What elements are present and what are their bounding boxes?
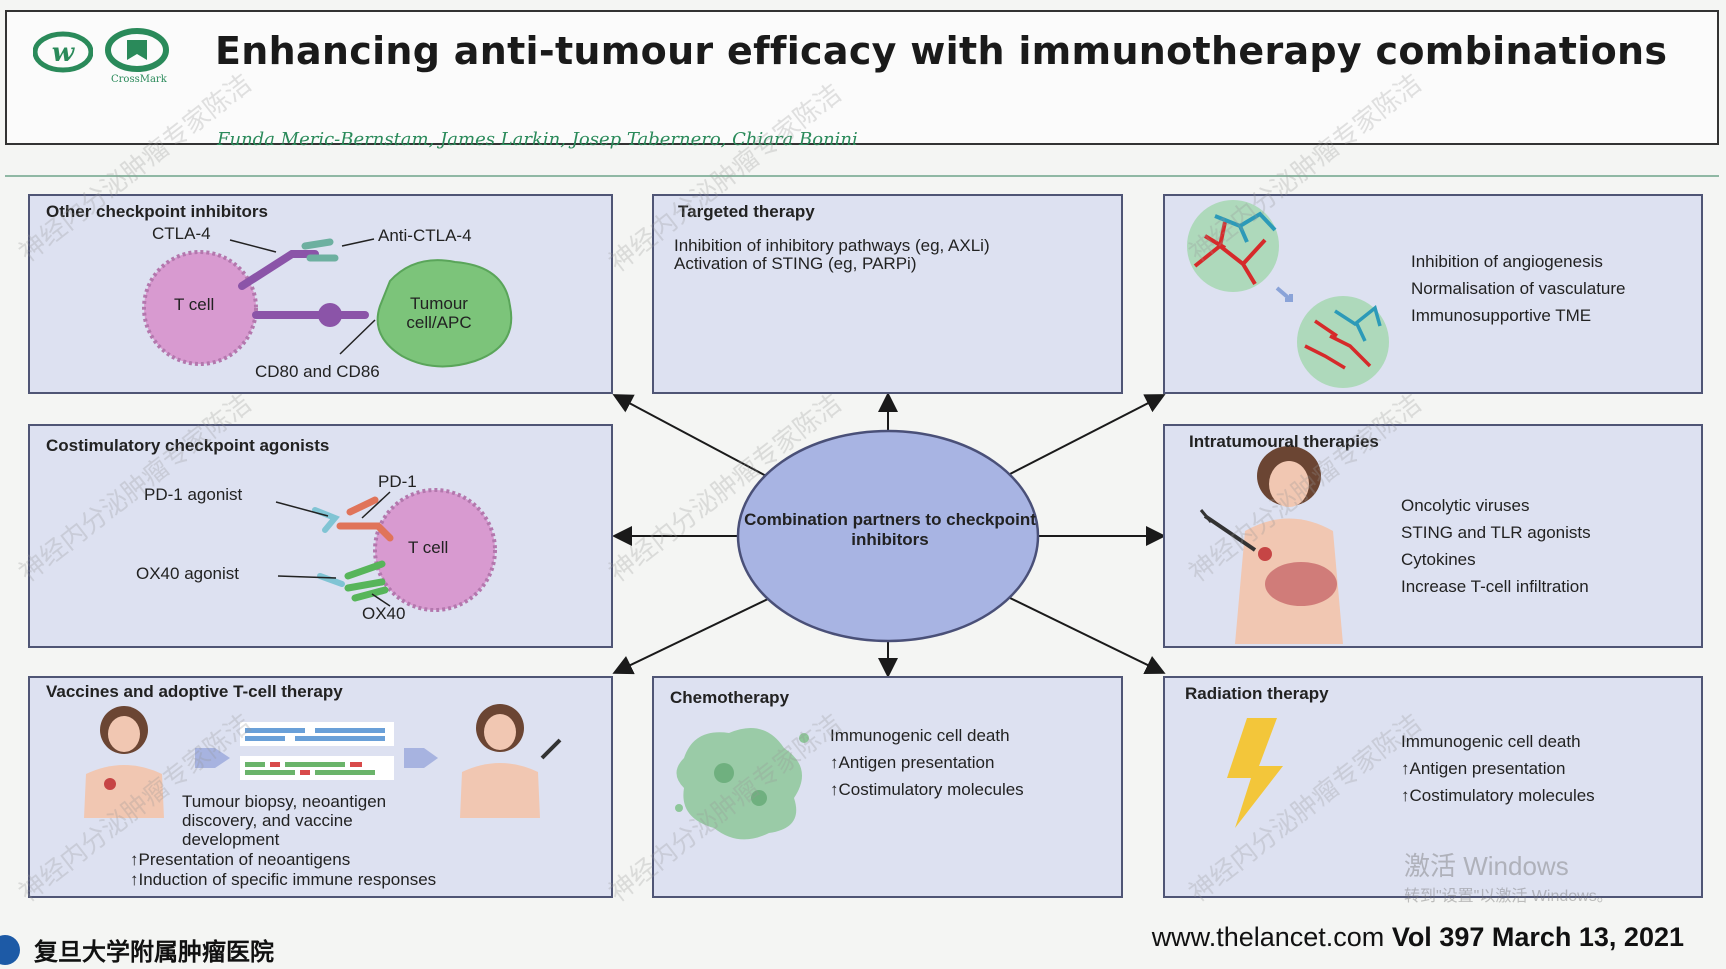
journal-volume: Vol 397 March 13, 2021 [1391,922,1684,952]
panel-title: Vaccines and adoptive T-cell therapy [46,682,343,701]
targeted-line-2: Activation of STING (eg, PARPi) [674,254,917,273]
tcell-shape [373,488,497,612]
ctla4-label: CTLA-4 [152,224,211,243]
intratumoural-item-3: Cytokines [1401,550,1476,569]
cd80-label: CD80 and CD86 [255,362,380,381]
center-circle [736,429,1040,643]
intratumoural-item-1: Oncolytic viruses [1401,496,1530,515]
crossmark-label: CrossMark [111,74,167,85]
chemo-line-2: ↑Antigen presentation [830,753,995,772]
costimulatory-illustration [275,488,497,612]
pd1-label: PD-1 [378,472,417,491]
center-label: Combination partners to checkpoint inhib… [744,510,1036,549]
page-title: Enhancing anti-tumour efficacy with immu… [215,29,1668,73]
lancet-w-logo: w [33,31,93,73]
angio-item-1: Inhibition of angiogenesis [1411,252,1603,271]
checkpoint-illustration [142,238,513,368]
vaccine-illustration [84,704,562,818]
tumour-label: Tumour cell/APC [406,294,472,332]
pd1-agonist-label: PD-1 agonist [144,485,243,504]
arrow-to-angio [1009,394,1166,475]
vaccine-description: Tumour biopsy, neoantigen discovery, and… [182,792,387,849]
panel-chemotherapy: Chemotherapy Immunogenic cell death ↑Ant… [652,676,1123,898]
radiation-line-2: ↑Antigen presentation [1401,759,1566,778]
svg-text:w: w [52,38,76,68]
arrow-to-radiation [1009,597,1166,674]
panel-intratumoural-therapies: Intratumoural therapies Oncolytic viruse… [1163,424,1703,648]
chemo-line-1: Immunogenic cell death [830,726,1010,745]
angio-item-3: Immunosupportive TME [1411,306,1592,325]
tcell-shape [142,250,258,366]
panel-title: Costimulatory checkpoint agonists [46,436,330,455]
anti-ctla4-label: Anti-CTLA-4 [378,226,472,245]
panel-angiogenesis: Inhibition of angiogenesis Normalisation… [1163,194,1703,394]
crossmark-icon: CrossMark [105,28,185,90]
panel-title: Targeted therapy [678,202,815,221]
institution-footer: 复旦大学附属肿瘤医院 [0,930,274,969]
panel-costimulatory-agonists: Costimulatory checkpoint agonists PD-1 P… [28,424,613,648]
windows-activation-subtext: 转到"设置"以激活 Windows。 [1404,888,1613,905]
chemo-line-3: ↑Costimulatory molecules [830,780,1024,799]
tumour-shape [376,259,513,368]
panel-title: Intratumoural therapies [1189,432,1379,451]
arrow-to-checkpoint [612,394,771,479]
institution-logo-icon [0,934,20,965]
windows-activation-text: 激活 Windows [1404,851,1569,881]
panel-title: Radiation therapy [1185,684,1329,703]
panel-targeted-therapy: Targeted therapy Inhibition of inhibitor… [652,194,1123,394]
institution-name: 复旦大学附属肿瘤医院 [34,937,274,966]
targeted-line-1: Inhibition of inhibitory pathways (eg, A… [674,236,990,255]
patient-illustration [1199,446,1343,644]
ox40-label: OX40 [362,604,406,623]
radiation-line-1: Immunogenic cell death [1401,732,1581,751]
vasculature-illustration [1187,200,1389,388]
angio-item-2: Normalisation of vasculature [1411,279,1626,298]
panel-vaccines: Vaccines and adoptive T-cell therapy Tum… [28,676,613,898]
radiation-line-3: ↑Costimulatory molecules [1401,786,1595,805]
vaccine-bullet-1: ↑Presentation of neoantigens [130,850,351,869]
authors: Funda Meric-Bernstam, James Larkin, Jose… [217,129,858,150]
article-header: w CrossMark Enhancing anti-tumour effica… [5,10,1719,150]
panel-title: Other checkpoint inhibitors [46,202,268,221]
intratumoural-item-2: STING and TLR agonists [1401,523,1591,542]
panel-checkpoint-inhibitors: Other checkpoint inhibitors CTLA-4 Anti-… [28,194,613,394]
journal-url: www.thelancet.com [1151,922,1385,952]
panel-title: Chemotherapy [670,688,790,707]
tcell-label: T cell [408,538,449,557]
journal-citation: www.thelancet.com Vol 397 March 13, 2021 [1152,922,1684,953]
lightning-icon [1227,718,1283,828]
arrow-to-vaccines [612,597,771,675]
ox40-agonist-label: OX40 agonist [136,564,240,583]
vaccine-bullet-2: ↑Induction of specific immune responses [130,870,437,889]
panel-radiation-therapy: Radiation therapy Immunogenic cell death… [1163,676,1703,898]
header-divider [5,175,1719,177]
tcell-label: T cell [174,295,215,314]
intratumoural-item-4: Increase T-cell infiltration [1401,577,1589,596]
dying-cell-illustration [675,728,809,840]
